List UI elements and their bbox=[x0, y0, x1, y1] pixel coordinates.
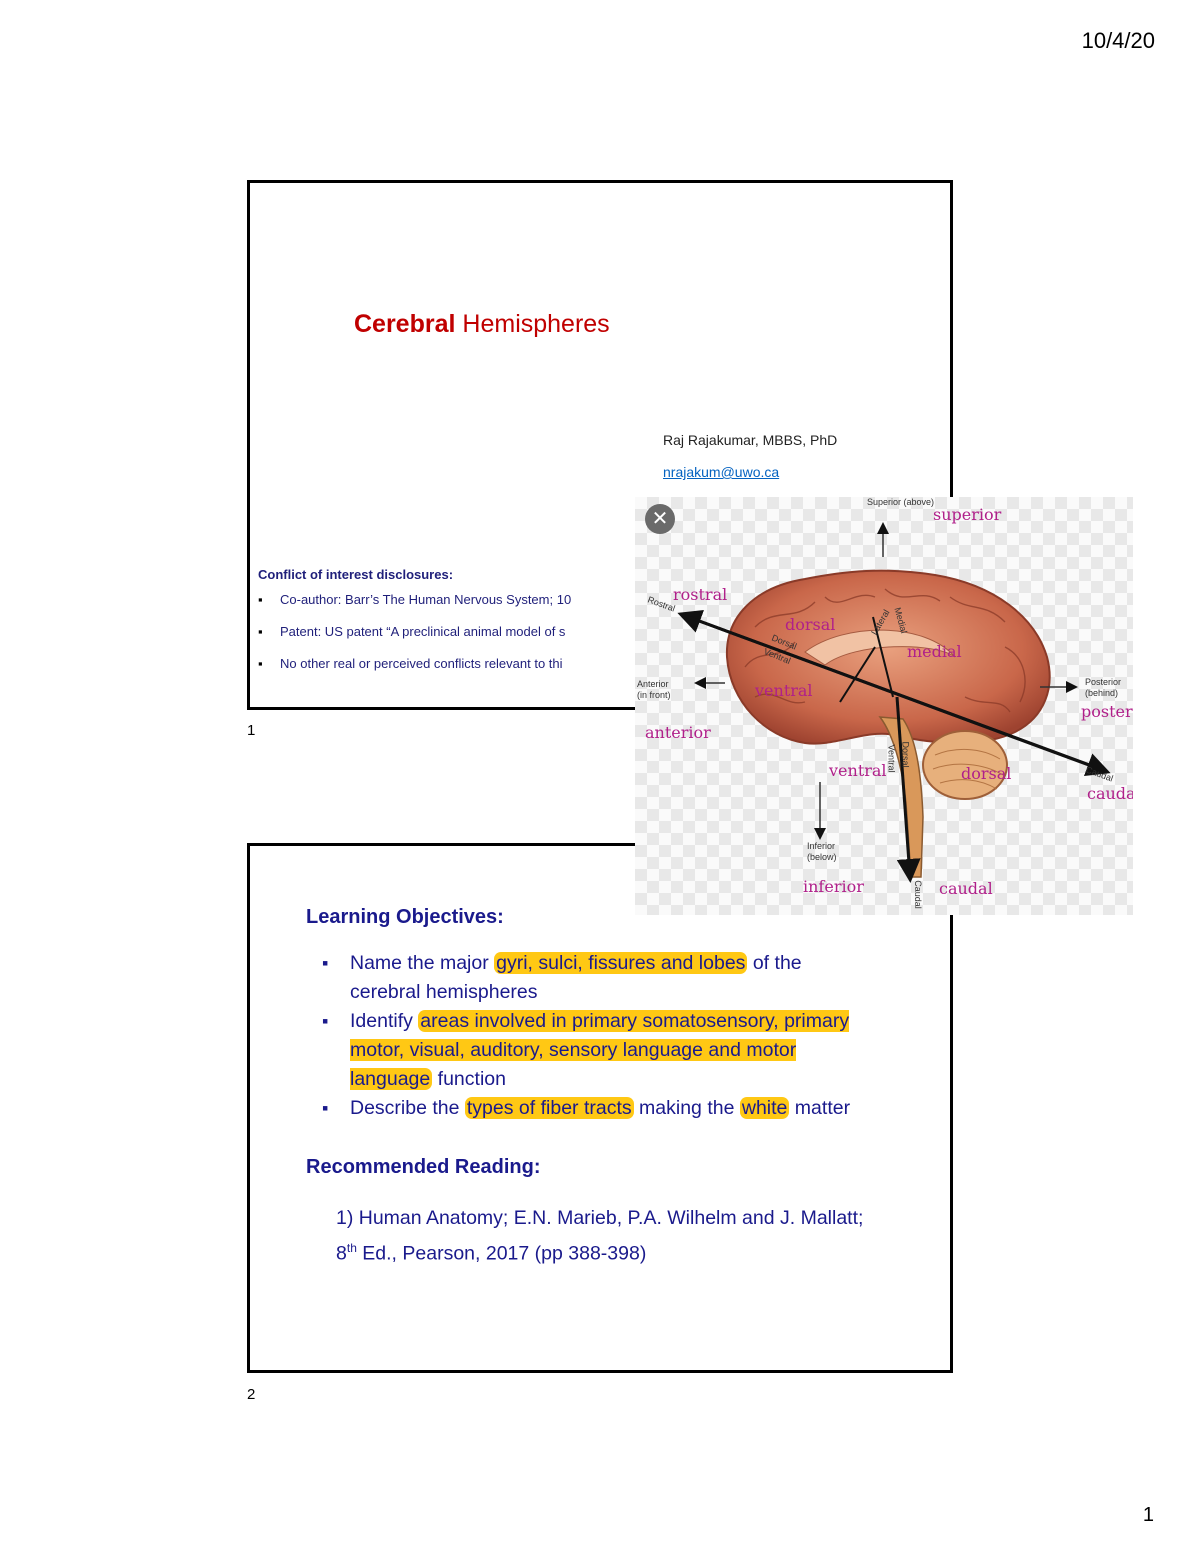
reference-rest: Ed., Pearson, 2017 (pp 388-398) bbox=[356, 1242, 647, 1265]
printed-dorsal-stem-label: Dorsal bbox=[900, 741, 911, 768]
printed-superior-label: Superior (above) bbox=[867, 497, 935, 507]
recommended-reading-heading: Recommended Reading: bbox=[306, 1156, 541, 1178]
slide-2: Learning Objectives: Name the major gyri… bbox=[247, 843, 953, 1373]
annotation-ventral-bottom: ventral bbox=[829, 761, 887, 780]
coi-item: Co-author: Barr’s The Human Nervous Syst… bbox=[258, 592, 758, 624]
printed-inferior-label: Inferior (below) bbox=[807, 841, 837, 862]
objectives-list: Name the major gyri, sulci, fissures and… bbox=[320, 949, 860, 1123]
slide-number-2: 2 bbox=[247, 1386, 256, 1403]
objective-text: making the bbox=[633, 1097, 740, 1119]
coi-heading: Conflict of interest disclosures: bbox=[258, 567, 454, 582]
brain-illustration bbox=[677, 522, 1111, 883]
edition-suffix: th bbox=[346, 1241, 357, 1255]
objective-text: Describe the bbox=[350, 1097, 465, 1119]
brain-orientation-overlay[interactable]: ✕ Superior (above) Anterior (in front) P… bbox=[635, 497, 1133, 915]
annotation-anterior: anterior bbox=[645, 723, 711, 742]
highlighted-text: white bbox=[739, 1097, 790, 1119]
author-name: Raj Rajakumar, MBBS, PhD bbox=[663, 432, 838, 448]
page-date: 10/4/20 bbox=[1081, 28, 1155, 53]
printed-posterior-label: Posterior (behind) bbox=[1085, 677, 1122, 698]
annotation-caudal-bottom: caudal bbox=[939, 879, 993, 898]
slide-number-1: 1 bbox=[247, 722, 256, 739]
author-email-link[interactable]: nrajakum@uwo.ca bbox=[663, 464, 780, 480]
highlighted-text: gyri, sulci, fissures and lobes bbox=[494, 952, 748, 974]
objective-item: Identify areas involved in primary somat… bbox=[320, 1007, 860, 1094]
coi-item: No other real or perceived conflicts rel… bbox=[258, 656, 758, 688]
annotation-inferior: inferior bbox=[803, 877, 864, 896]
reference: 1) Human Anatomy; E.N. Marieb, P.A. Wilh… bbox=[336, 1203, 936, 1269]
reference-line-2: 8th Ed., Pearson, 2017 (pp 388-398) bbox=[336, 1233, 936, 1269]
objective-text: function bbox=[432, 1068, 506, 1090]
printed-anterior-label: Anterior (in front) bbox=[637, 679, 671, 700]
printed-caudal-vertical-label: Caudal bbox=[912, 880, 923, 909]
annotation-medial: medial bbox=[907, 642, 962, 661]
close-icon[interactable]: ✕ bbox=[645, 504, 675, 534]
page-number: 1 bbox=[1142, 1504, 1154, 1526]
coi-item: Patent: US patent “A preclinical animal … bbox=[258, 624, 758, 656]
annotation-caudal-right: caudal bbox=[1087, 784, 1133, 803]
edition-number: 8 bbox=[336, 1242, 347, 1265]
reference-line-1: 1) Human Anatomy; E.N. Marieb, P.A. Wilh… bbox=[336, 1207, 864, 1229]
annotation-posterior: posterior bbox=[1081, 702, 1133, 721]
slide-1: Cerebral Hemispheres Raj Rajakumar, MBBS… bbox=[247, 180, 953, 710]
objective-text: matter bbox=[789, 1097, 851, 1119]
annotation-superior: superior bbox=[933, 505, 1002, 524]
annotation-dorsal-bottom: dorsal bbox=[961, 764, 1012, 783]
annotation-dorsal-top: dorsal bbox=[785, 615, 836, 634]
objective-item: Name the major gyri, sulci, fissures and… bbox=[320, 949, 860, 1007]
cerebrum-shape bbox=[725, 569, 1051, 745]
slide-title: Cerebral Hemispheres bbox=[354, 310, 610, 339]
brainstem bbox=[878, 716, 924, 878]
objective-text: Name the major bbox=[350, 952, 495, 974]
highlighted-text: areas involved in primary somatosensory,… bbox=[350, 1010, 850, 1090]
printed-ventral-stem-label: Ventral bbox=[886, 744, 897, 773]
objective-text: Identify bbox=[350, 1010, 419, 1032]
title-word-1: Cerebral bbox=[354, 310, 456, 338]
title-word-2: Hemispheres bbox=[462, 310, 610, 338]
learning-objectives-heading: Learning Objectives: bbox=[306, 906, 504, 928]
highlighted-text: types of fiber tracts bbox=[464, 1097, 634, 1119]
objective-text: of the cerebral hemispheres bbox=[350, 952, 802, 1003]
coi-list: Co-author: Barr’s The Human Nervous Syst… bbox=[258, 592, 758, 688]
objective-item: Describe the types of fiber tracts makin… bbox=[320, 1094, 860, 1123]
annotation-rostral: rostral bbox=[673, 585, 728, 604]
annotation-ventral-top: ventral bbox=[755, 681, 813, 700]
